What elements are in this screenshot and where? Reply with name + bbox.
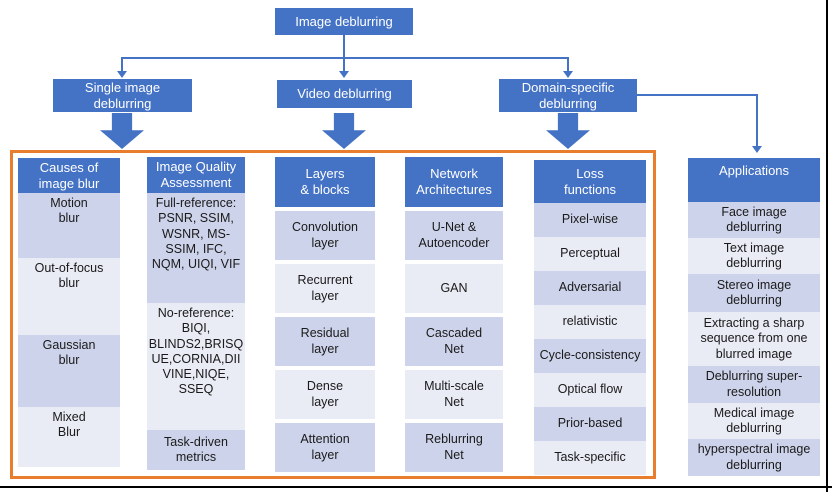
connector-domain-to-apps-horizontal xyxy=(637,94,758,96)
cell-prior-based: Prior-based xyxy=(534,407,646,441)
cell-text-image-deblurring: Text image deblurring xyxy=(688,238,820,274)
block-arrow-video-icon xyxy=(322,113,366,149)
cell-extracting-sharp-sequence: Extracting a sharp sequence from one blu… xyxy=(688,312,820,366)
cell-attention-layer: Attention layer xyxy=(275,423,375,472)
cell-gan: GAN xyxy=(405,264,503,313)
node-single-image-deblurring: Single image deblurring xyxy=(53,79,192,112)
node-domain-specific-deblurring: Domain-specific deblurring xyxy=(499,79,637,112)
cell-adversarial: Adversarial xyxy=(534,271,646,305)
cell-multi-scale-net: Multi-scale Net xyxy=(405,370,503,419)
connector-domain-to-apps-vertical xyxy=(756,94,758,147)
connector-drop-single xyxy=(121,57,123,72)
connector-root-vertical xyxy=(343,35,345,59)
cell-face-image-deblurring: Face image deblurring xyxy=(688,202,820,238)
column-header: Image Quality Assessment xyxy=(147,157,245,193)
arrowhead-single xyxy=(117,71,127,78)
cell-pixel-wise: Pixel-wise xyxy=(534,203,646,237)
column-network-architectures: Network Architectures U-Net & Autoencode… xyxy=(405,157,503,476)
cell-full-reference-metrics: Full-reference: PSNR, SSIM, WSNR, MS- SS… xyxy=(147,193,245,303)
cell-unet-autoencoder: U-Net & Autoencoder xyxy=(405,211,503,260)
column-header: Applications xyxy=(688,158,820,202)
cell-reblurring-net: Reblurring Net xyxy=(405,423,503,472)
column-loss-functions: Loss functions Pixel-wise Perceptual Adv… xyxy=(534,160,646,475)
cell-mixed-blur: Mixed Blur xyxy=(18,407,120,467)
cell-convolution-layer: Convolution layer xyxy=(275,211,375,260)
column-header: Causes of image blur xyxy=(18,158,120,193)
cell-deblurring-super-resolution: Deblurring super- resolution xyxy=(688,366,820,403)
column-causes-of-image-blur: Causes of image blur Motion blur Out-of-… xyxy=(18,158,120,467)
column-image-quality-assessment: Image Quality Assessment Full-reference:… xyxy=(147,157,245,470)
connector-horizontal-bus xyxy=(121,57,569,59)
column-header: Layers & blocks xyxy=(275,157,375,207)
root-node-image-deblurring: Image deblurring xyxy=(275,8,413,35)
cell-relativistic: relativistic xyxy=(534,305,646,339)
cell-out-of-focus-blur: Out-of-focus blur xyxy=(18,258,120,335)
node-video-deblurring: Video deblurring xyxy=(277,80,412,108)
cell-stereo-image-deblurring: Stereo image deblurring xyxy=(688,274,820,312)
column-applications: Applications Face image deblurring Text … xyxy=(688,158,820,476)
orange-panel-frame xyxy=(10,150,656,479)
column-header: Loss functions xyxy=(534,160,646,203)
connector-drop-video xyxy=(343,57,345,72)
arrowhead-video xyxy=(339,71,349,78)
figure-right-border xyxy=(826,0,828,492)
block-arrow-domain-icon xyxy=(546,113,590,149)
cell-gaussian-blur: Gaussian blur xyxy=(18,335,120,407)
cell-dense-layer: Dense layer xyxy=(275,370,375,419)
cell-task-specific: Task-specific xyxy=(534,441,646,475)
cell-perceptual: Perceptual xyxy=(534,237,646,271)
connector-drop-domain xyxy=(567,57,569,72)
cell-hyperspectral-image-deblurring: hyperspectral image deblurring xyxy=(688,439,820,476)
cell-motion-blur: Motion blur xyxy=(18,193,120,258)
arrowhead-applications xyxy=(752,146,762,153)
column-layers-and-blocks: Layers & blocks Convolution layer Recurr… xyxy=(275,157,375,476)
cell-no-reference-metrics: No-reference: BIQI, BLINDS2,BRISQ UE,COR… xyxy=(147,303,245,430)
cell-recurrent-layer: Recurrent layer xyxy=(275,264,375,313)
column-header: Network Architectures xyxy=(405,157,503,207)
cell-cycle-consistency: Cycle-consistency xyxy=(534,339,646,373)
cell-cascaded-net: Cascaded Net xyxy=(405,317,503,366)
cell-task-driven-metrics: Task-driven metrics xyxy=(147,430,245,470)
cell-residual-layer: Residual layer xyxy=(275,317,375,366)
figure-bottom-border xyxy=(0,486,832,488)
block-arrow-single-icon xyxy=(100,113,144,149)
arrowhead-domain xyxy=(563,71,573,78)
cell-optical-flow: Optical flow xyxy=(534,373,646,407)
cell-medical-image-deblurring: Medical image deblurring xyxy=(688,403,820,439)
